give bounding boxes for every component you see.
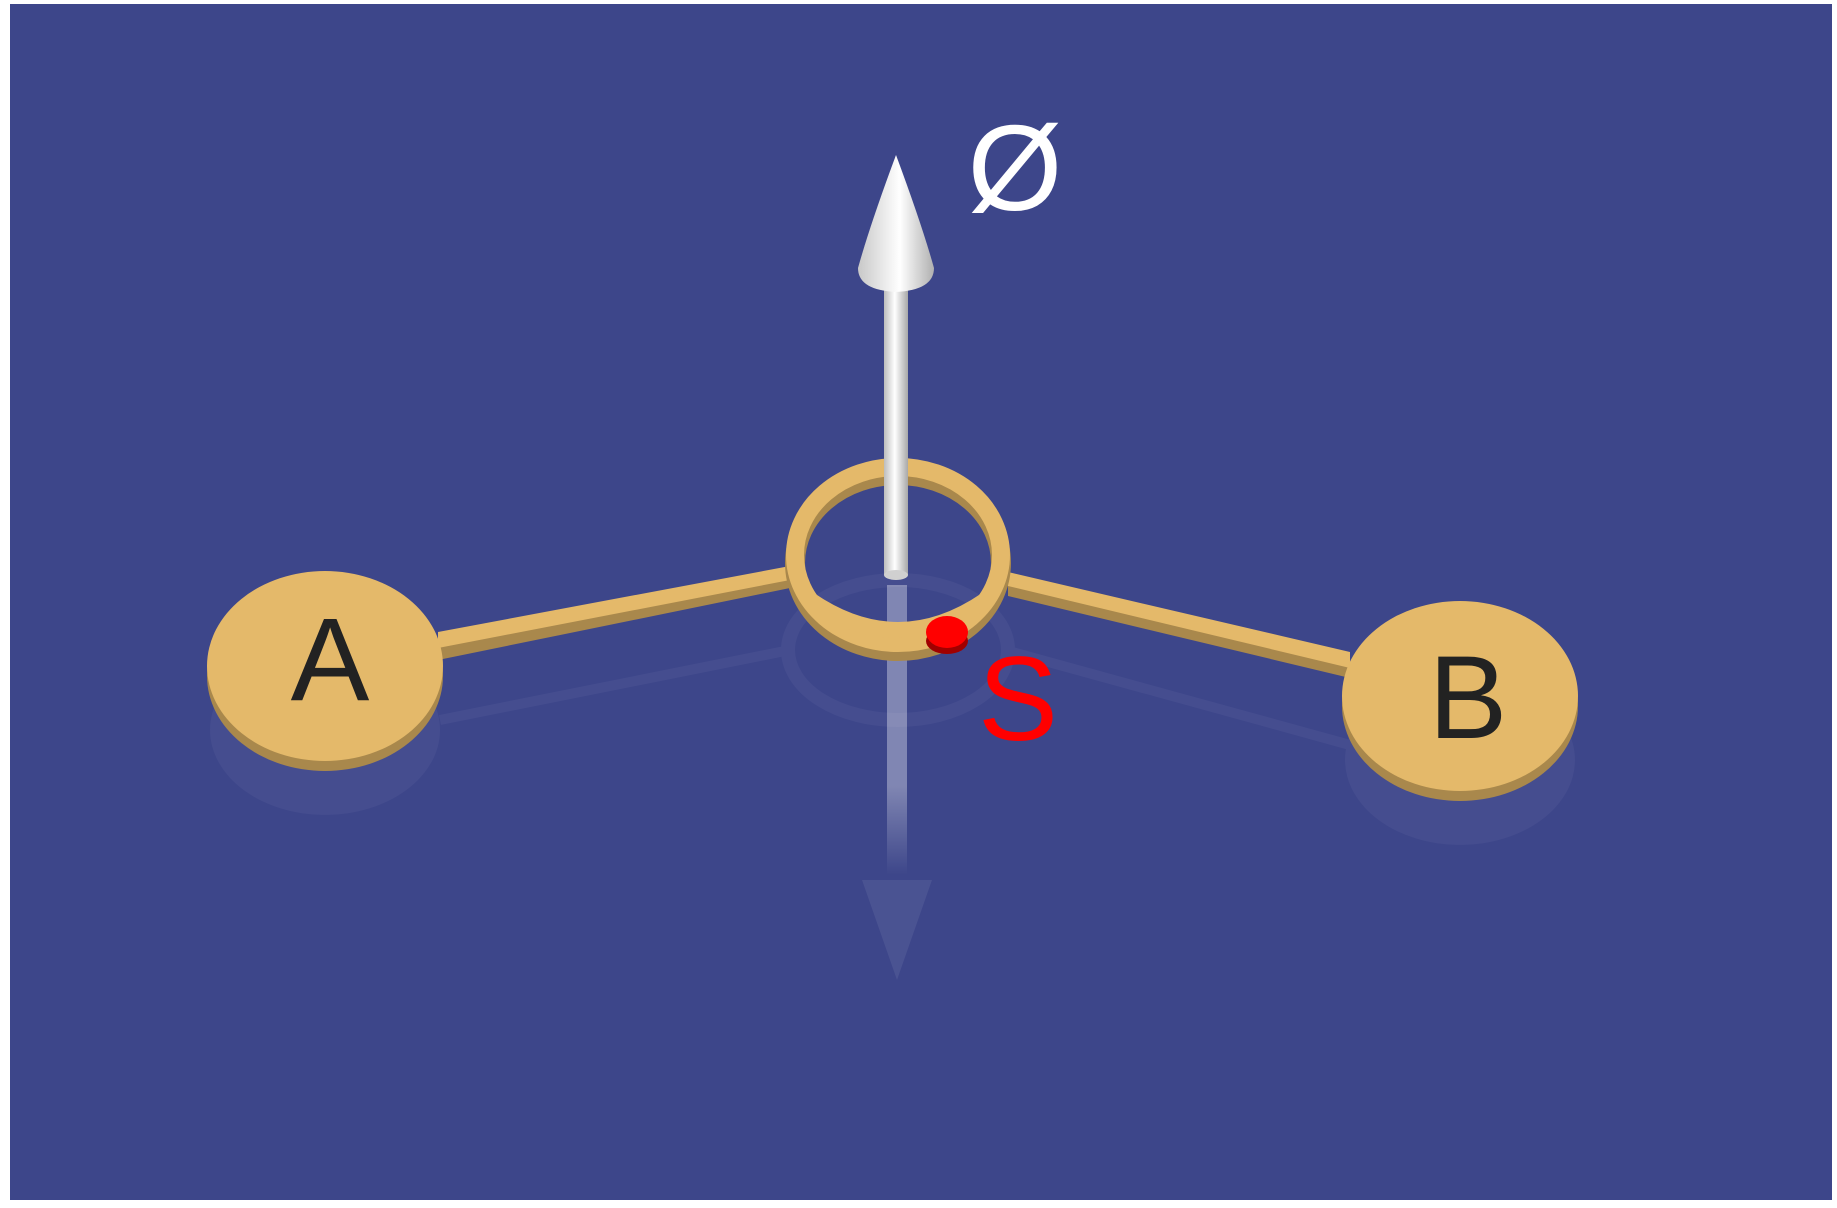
bar-a-to-ring	[438, 566, 790, 660]
axis-arrow	[858, 155, 934, 580]
node-b[interactable]: B	[1342, 601, 1578, 801]
point-s[interactable]	[926, 616, 968, 654]
axis-label: Ø	[968, 100, 1063, 236]
node-a-label: A	[291, 594, 370, 726]
bar-ring-to-b	[1008, 572, 1350, 678]
node-b-label: B	[1429, 632, 1508, 764]
center-ring-front	[805, 593, 991, 638]
node-a[interactable]: A	[207, 571, 443, 771]
point-s-label: S	[978, 632, 1058, 766]
